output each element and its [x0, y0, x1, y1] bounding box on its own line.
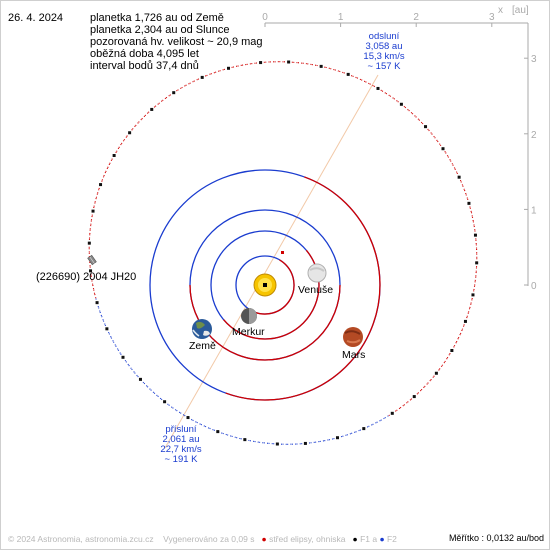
- orbit-position-dot: [128, 131, 132, 135]
- perihelion-speed: 22,7 km/s: [160, 444, 202, 455]
- x-axis-name: x: [498, 5, 503, 16]
- mars-orbit-north-arc: [225, 176, 381, 401]
- orbit-position-dot: [441, 147, 445, 151]
- perihelion-temperature: ~ 191 K: [164, 454, 198, 465]
- asteroid-icon: [87, 254, 97, 266]
- info-line-period: oběžná doba 4,095 let: [90, 48, 199, 60]
- orbit-position-dot: [335, 436, 339, 440]
- orbit-position-dot: [227, 66, 231, 70]
- orbit-position-dot: [467, 201, 471, 205]
- orbit-position-dot: [362, 427, 366, 431]
- mars-label: Mars: [342, 349, 366, 361]
- info-line-distance-sun: planetka 2,304 au od Slunce: [90, 24, 230, 36]
- x-tick-label: 3: [489, 12, 495, 23]
- ellipse-center-marker: [281, 251, 284, 254]
- y-tick-label: 3: [531, 54, 537, 65]
- perihelion-title: přísluní: [165, 424, 197, 435]
- date-label: 26. 4. 2024: [8, 12, 64, 24]
- aphelion-label: odsluní 3,058 au 15,3 km/s ~ 157 K: [360, 32, 408, 72]
- orbit-position-dot: [105, 327, 109, 331]
- orbit-position-dot: [95, 301, 99, 305]
- venuse-icon: [307, 263, 327, 283]
- center-legend-text: střed elipsy, ohniska: [269, 534, 346, 544]
- orbit-position-dot: [434, 371, 438, 375]
- info-line-magnitude: pozorovaná hv. velikost ~ 20,9 mag: [90, 36, 263, 48]
- mars-icon: [343, 327, 363, 347]
- y-tick-label: 0: [531, 281, 537, 292]
- footer: © 2024 Astronomia, astronomia.zcu.cz Vyg…: [8, 534, 397, 544]
- orbit-position-dot: [457, 175, 461, 179]
- orbit-position-dot: [259, 61, 263, 65]
- orbit-position-dot: [399, 102, 403, 106]
- aphelion-distance: 3,058 au: [365, 41, 403, 52]
- perihelion-distance: 2,061 au: [162, 434, 200, 445]
- f1-legend-dot: ●: [352, 534, 358, 544]
- orbit-position-dot: [424, 125, 428, 129]
- f2-legend-dot: ●: [379, 534, 385, 544]
- zeme-orbit-north-arc: [189, 284, 341, 361]
- aphelion-temperature: ~ 157 K: [367, 61, 401, 72]
- copyright-text: © 2024 Astronomia, astronomia.zcu.cz: [8, 534, 154, 544]
- orbit-position-dot: [287, 60, 291, 64]
- orbit-position-dot: [91, 209, 95, 213]
- zeme-label: Země: [189, 340, 216, 352]
- info-panel: planetka 1,726 au od Země planetka 2,304…: [90, 12, 263, 72]
- perihelion-label: přísluní 2,061 au 22,7 km/s ~ 191 K: [152, 425, 210, 465]
- orbit-position-dot: [275, 442, 279, 446]
- orbit-position-dot: [303, 441, 307, 445]
- orbit-position-dot: [200, 75, 204, 79]
- f2-legend-text: F2: [386, 534, 397, 544]
- zeme-icon: [192, 319, 212, 339]
- y-tick-label: 1: [531, 205, 537, 216]
- orbit-position-dot: [186, 416, 190, 420]
- orbit-position-dot: [150, 107, 154, 111]
- orbit-position-dot: [471, 293, 475, 297]
- orbit-position-dot: [475, 261, 479, 265]
- asteroid-orbit-north-part: [88, 61, 478, 417]
- orbit-position-dot: [463, 319, 467, 323]
- x-tick-label: 1: [338, 12, 344, 23]
- merkur-icon: [241, 308, 257, 324]
- orbit-position-dot: [319, 64, 323, 68]
- axis-ticks: 0 1 2 3 3 2 1 0: [262, 12, 537, 292]
- orbit-position-dot: [89, 269, 93, 273]
- y-tick-label: 2: [531, 130, 537, 141]
- center-legend-dot: ●: [261, 534, 267, 544]
- merkur-orbit-north-arc: [250, 259, 295, 315]
- orbit-position-dot: [163, 400, 167, 404]
- asteroid-orbit-south-part: [95, 298, 389, 445]
- unit-label: [au]: [512, 5, 529, 16]
- orbit-position-dot: [216, 430, 220, 434]
- orbit-position-dot: [346, 72, 350, 76]
- orbit-position-dot: [138, 377, 142, 381]
- info-line-interval: interval bodů 37,4 dnů: [90, 60, 199, 72]
- merkur-label: Merkur: [232, 326, 265, 338]
- orbit-position-dot: [121, 355, 125, 359]
- venuse-label: Venuše: [298, 284, 334, 296]
- aphelion-title: odsluní: [368, 31, 400, 42]
- sun-icon: [253, 273, 277, 297]
- orbit-position-dot: [450, 349, 454, 352]
- apsis-line: [164, 74, 379, 449]
- x-tick-label: 0: [262, 12, 268, 23]
- orbit-position-dot: [87, 241, 91, 245]
- aphelion-speed: 15,3 km/s: [363, 51, 405, 62]
- f1-legend-text: F1 a: [360, 534, 378, 544]
- orbit-position-dot: [243, 438, 247, 442]
- generated-text: Vygenerováno za 0,09 s: [163, 534, 255, 544]
- orbit-position-dot: [172, 91, 176, 95]
- orbit-position-dots: [87, 60, 479, 446]
- asteroid-name: (226690) 2004 JH20: [36, 271, 137, 283]
- orbit-position-dot: [376, 86, 380, 90]
- orbit-position-dot: [473, 233, 477, 237]
- orbit-position-dot: [99, 183, 103, 187]
- orbit-position-dot: [390, 411, 394, 415]
- info-line-distance-earth: planetka 1,726 au od Země: [90, 12, 224, 24]
- scale-label: Měřítko : 0,0132 au/bod: [448, 533, 544, 543]
- orbit-position-dot: [412, 395, 416, 399]
- orbit-position-dot: [112, 154, 116, 157]
- x-tick-label: 2: [413, 12, 419, 23]
